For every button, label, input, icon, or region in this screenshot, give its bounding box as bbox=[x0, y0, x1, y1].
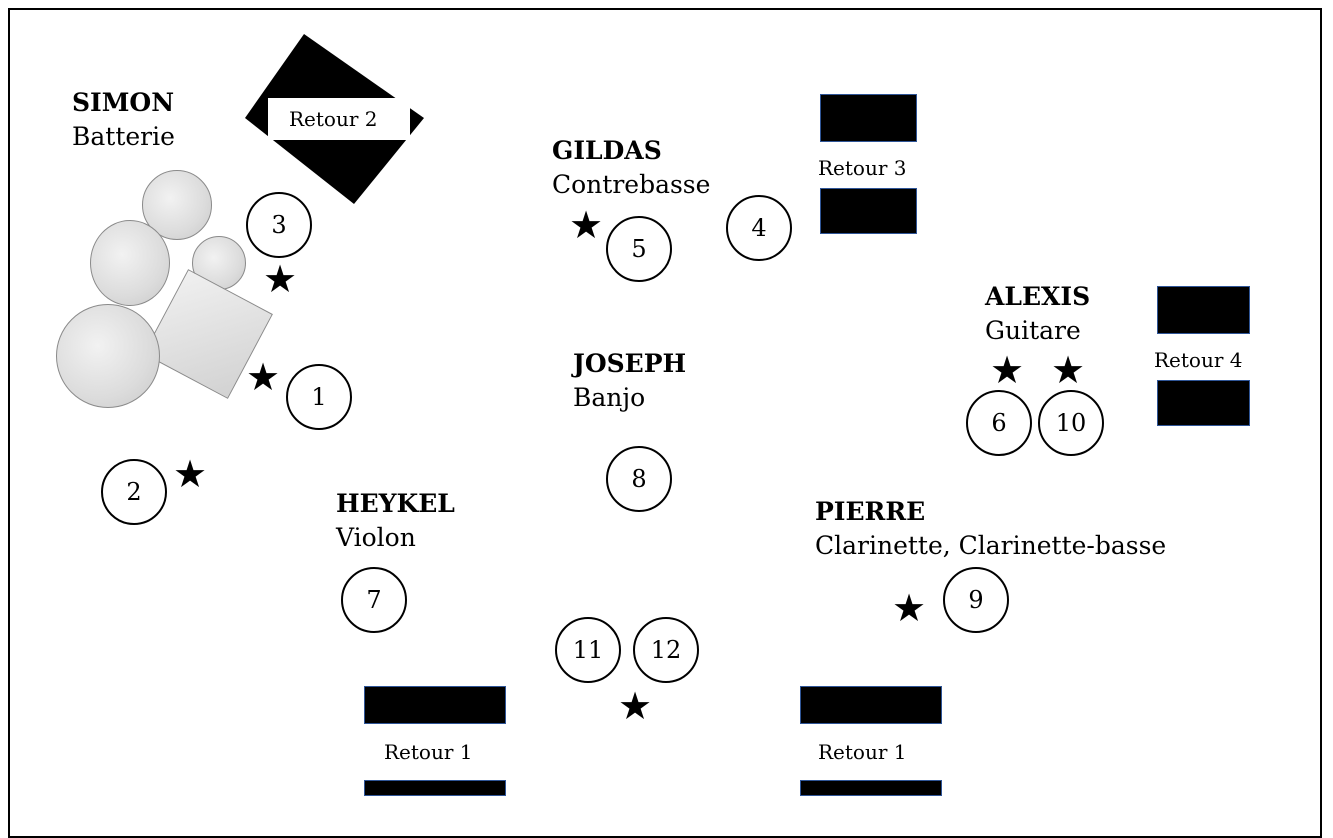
mic-7: 7 bbox=[341, 567, 407, 633]
monitor-speaker-top bbox=[364, 686, 506, 724]
mic-3: 3 bbox=[246, 192, 312, 258]
mic-12: 12 bbox=[633, 617, 699, 683]
star-icon: ★ bbox=[173, 455, 207, 493]
mic-9: 9 bbox=[943, 567, 1009, 633]
mic-6: 6 bbox=[966, 390, 1032, 456]
monitor-label: Retour 1 bbox=[384, 740, 473, 764]
mic-8: 8 bbox=[606, 446, 672, 512]
monitor-speaker-top bbox=[820, 94, 917, 142]
monitor-label: Retour 2 bbox=[289, 107, 378, 131]
star-icon: ★ bbox=[569, 206, 603, 244]
star-icon: ★ bbox=[1051, 351, 1085, 389]
monitor-speaker-top bbox=[1157, 286, 1250, 334]
mic-4: 4 bbox=[726, 195, 792, 261]
monitor-label: Retour 1 bbox=[818, 740, 907, 764]
monitor-speaker-bottom bbox=[820, 188, 917, 234]
monitor-label: Retour 4 bbox=[1154, 348, 1243, 372]
monitor-speaker-bottom bbox=[364, 780, 506, 796]
star-icon: ★ bbox=[990, 351, 1024, 389]
star-icon: ★ bbox=[892, 589, 926, 627]
star-icon: ★ bbox=[618, 687, 652, 725]
mic-2: 2 bbox=[101, 459, 167, 525]
star-icon: ★ bbox=[246, 358, 280, 396]
monitor-label: Retour 3 bbox=[818, 156, 907, 180]
monitor-speaker-top bbox=[800, 686, 942, 724]
mic-1: 1 bbox=[286, 364, 352, 430]
mic-10: 10 bbox=[1038, 390, 1104, 456]
mic-5: 5 bbox=[606, 216, 672, 282]
monitor-speaker-bottom bbox=[1157, 380, 1250, 426]
star-icon: ★ bbox=[263, 260, 297, 298]
monitor-speaker-bottom bbox=[800, 780, 942, 796]
mic-11: 11 bbox=[555, 617, 621, 683]
